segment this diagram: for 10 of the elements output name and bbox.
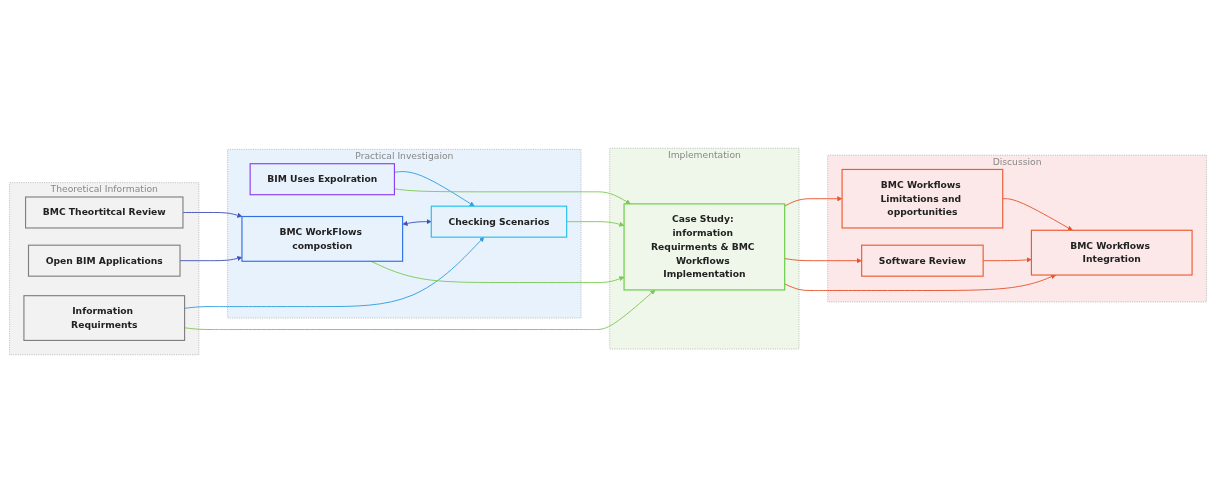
node-box: Case Study: information Requirments & BMC Workflows Implementation [623,203,786,291]
node-box: Open BIM Applications [27,244,181,277]
node-box: BMC Theortitcal Review [25,196,184,229]
node-box: BMC WorkFlows compostion [241,215,404,262]
node-box: BMC Workflows Integration [1030,229,1193,276]
node-box: BMC Workflows Limitations and opportunities [841,168,1004,229]
node-box: Checking Scenarios [430,205,568,238]
node-box: Software Review [861,244,984,277]
node-box: Information Requirments [23,295,186,341]
node-box: BIM Uses Expolration [249,163,395,196]
